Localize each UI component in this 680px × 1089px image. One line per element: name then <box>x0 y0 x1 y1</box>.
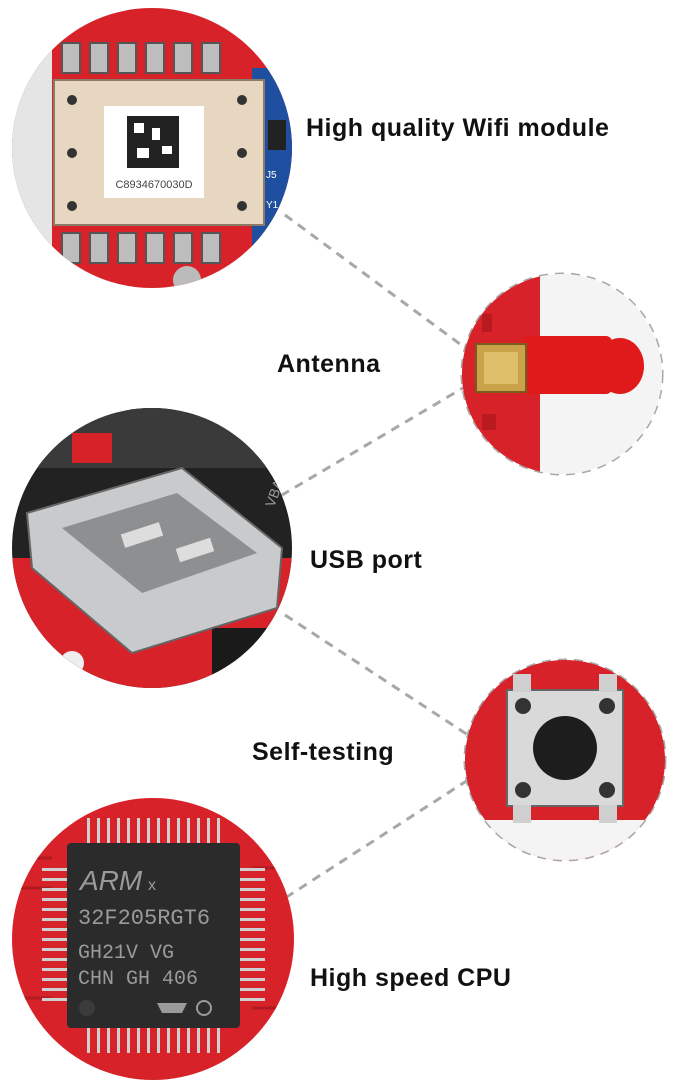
cpu-text-batch: GH21V VG <box>78 942 174 965</box>
st-logo-icon <box>157 1003 187 1013</box>
label-antenna: Antenna <box>277 350 381 378</box>
antenna-photo <box>462 274 662 474</box>
cpu-text-arm: ARM <box>78 865 143 896</box>
registered-mark-icon <box>196 1000 212 1016</box>
cpu-chip-photo: ARM x 32F205RGT6 GH21V VG CHN GH 406 <box>12 798 294 1080</box>
cpu-text-origin: CHN GH 406 <box>78 968 198 991</box>
connector-selftest-cpu <box>281 778 469 902</box>
cpu-text-part: 32F205RGT6 <box>78 906 210 931</box>
connector-wifi-antenna <box>284 213 469 352</box>
usb-port-photo: VBAT <box>12 408 292 688</box>
self-test-button-photo <box>465 660 665 860</box>
wifi-module-photo: C8934670030D J5 Y1 <box>12 8 292 288</box>
label-self-testing: Self-testing <box>252 738 395 766</box>
label-usb-port: USB port <box>310 546 423 574</box>
connector-antenna-usb <box>281 383 469 497</box>
wifi-module-code: C8934670030D <box>115 179 192 191</box>
cpu-text-arm-suffix: x <box>148 877 156 894</box>
connector-usb-selftest <box>284 613 469 737</box>
label-wifi-module: High quality Wifi module <box>306 114 610 142</box>
silk-y1: Y1 <box>266 200 279 211</box>
silk-j5: J5 <box>266 170 277 181</box>
label-cpu: High speed CPU <box>310 964 512 992</box>
